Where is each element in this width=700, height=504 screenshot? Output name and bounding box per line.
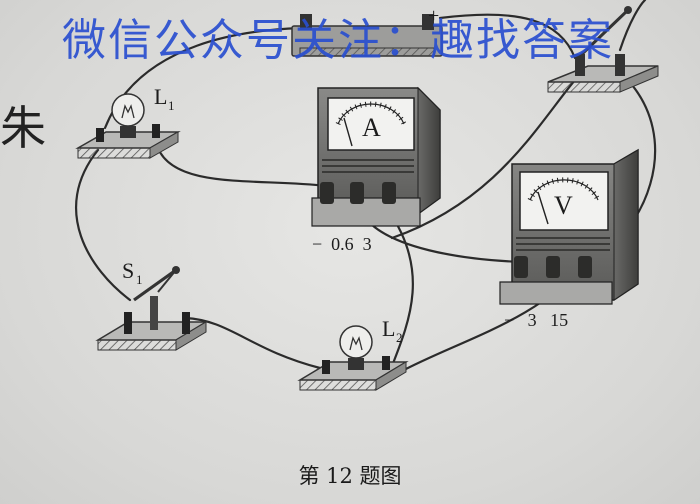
- ammeter: [311, 86, 441, 227]
- top-right-switch: [547, 6, 659, 93]
- figure-caption: 第 12 题图: [298, 464, 402, 488]
- wire-lamp1-to-ammeter: [156, 146, 328, 188]
- lamp1-subscript: 1: [168, 98, 175, 113]
- battery-plus-label: +: [428, 5, 439, 27]
- lamp2-subscript: 2: [396, 330, 403, 345]
- wire-top-right: [618, 0, 647, 52]
- handwritten-mark: 朱: [0, 101, 46, 155]
- voltmeter: [499, 148, 639, 305]
- battery: [291, 14, 443, 57]
- voltmeter-symbol: V: [554, 191, 573, 220]
- lamp2-label: L: [382, 316, 395, 341]
- lamp1-label: L: [154, 84, 167, 109]
- voltmeter-terminal-labels: − 3 15: [504, 310, 568, 330]
- wire-top-switch-to-ammeter: [390, 72, 582, 240]
- voltmeter-vents: [516, 237, 610, 251]
- wire-switch-to-lamp2: [183, 316, 322, 370]
- watermark-text: 微信公众号关注：趣找答案: [62, 15, 614, 66]
- ammeter-vents: [322, 159, 414, 173]
- lamp-l2: [297, 325, 409, 391]
- switch-s1: [95, 266, 209, 351]
- switch1-label: S: [122, 258, 134, 283]
- ammeter-terminal-labels: − 0.6 3: [312, 234, 372, 254]
- switch1-subscript: 1: [136, 272, 143, 287]
- ammeter-symbol: A: [362, 113, 381, 142]
- wire-lamp1-to-switch: [74, 148, 132, 302]
- wire-battery-to-switch-top: [438, 13, 577, 60]
- wire-ammeter-to-lamp2: [386, 208, 414, 368]
- lamp-l1: [75, 93, 181, 159]
